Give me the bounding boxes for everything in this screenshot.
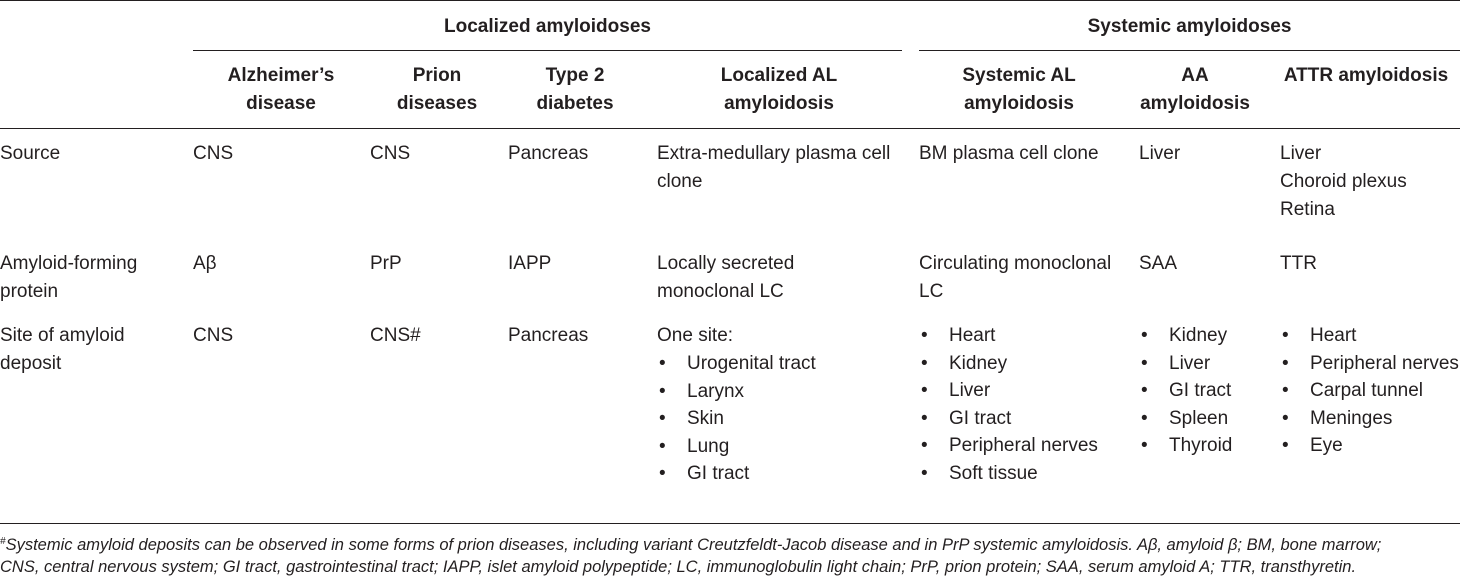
list-item: Liver [919, 377, 1098, 405]
systemic-group-rule [919, 50, 1460, 51]
list-item: GI tract [919, 405, 1098, 433]
col-header-aa: AA amyloidosis [1140, 65, 1250, 114]
cell-protein-prion: PrP [370, 253, 402, 274]
list-item: Meninges [1280, 405, 1459, 433]
list-item: Eye [1280, 432, 1459, 460]
cell-site-localized-al-intro: One site: [657, 325, 734, 346]
cell-site-aa-list: Kidney Liver GI tract Spleen Thyroid [1139, 322, 1232, 460]
col-header-diabetes: Type 2 diabetes [536, 65, 614, 114]
col-header-systemic-al: Systemic AL amyloidosis [962, 65, 1076, 114]
table-bottom-rule [0, 523, 1460, 524]
cell-source-attr: Liver Choroid plexus Retina [1280, 143, 1407, 220]
cell-protein-aa: SAA [1139, 253, 1178, 274]
list-item: Lung [657, 433, 816, 461]
cell-source-aa: Liver [1139, 143, 1181, 164]
cell-site-prion: CNS# [370, 325, 421, 346]
group-header-systemic: Systemic amyloidoses [1087, 16, 1292, 37]
row-label-site: Site of amyloid deposit [0, 325, 125, 374]
list-item: Larynx [657, 378, 816, 406]
col-header-alzheimers: Alzheimer’s disease [227, 65, 335, 114]
footnote-marker: # [0, 536, 6, 547]
list-item: Skin [657, 405, 816, 433]
list-item: Urogenital tract [657, 350, 816, 378]
row-label-source: Source [0, 143, 61, 164]
cell-site-attr-list: Heart Peripheral nerves Carpal tunnel Me… [1280, 322, 1459, 460]
list-item: Heart [1280, 322, 1459, 350]
cell-protein-localized-al: Locally secreted monoclonal LC [657, 253, 795, 302]
col-header-prion: Prion diseases [396, 65, 478, 114]
cell-source-localized-al: Extra-medullary plasma cell clone [657, 143, 891, 192]
cell-protein-alzheimers: Aβ [193, 253, 217, 274]
list-item: Soft tissue [919, 460, 1098, 488]
col-header-localized-al: Localized AL amyloidosis [720, 65, 838, 114]
header-bottom-rule [0, 128, 1460, 129]
cell-site-diabetes: Pancreas [508, 325, 589, 346]
list-item: Peripheral nerves [919, 432, 1098, 460]
cell-site-systemic-al-list: Heart Kidney Liver GI tract Peripheral n… [919, 322, 1098, 487]
list-item: Carpal tunnel [1280, 377, 1459, 405]
table-footnote: #Systemic amyloid deposits can be observ… [0, 534, 1460, 578]
list-item: Heart [919, 322, 1098, 350]
cell-site-alzheimers: CNS [193, 325, 234, 346]
col-header-attr: ATTR amyloidosis [1283, 65, 1449, 86]
list-item: Thyroid [1139, 432, 1232, 460]
footnote-line-2: CNS, central nervous system; GI tract, g… [0, 558, 1357, 576]
list-item: Liver [1139, 350, 1232, 378]
list-item: Kidney [919, 350, 1098, 378]
list-item: Spleen [1139, 405, 1232, 433]
cell-protein-diabetes: IAPP [508, 253, 552, 274]
list-item: GI tract [657, 460, 816, 488]
cell-site-localized-al-list: Urogenital tract Larynx Skin Lung GI tra… [657, 350, 816, 488]
localized-group-rule [193, 50, 902, 51]
cell-protein-attr: TTR [1280, 253, 1317, 274]
cell-source-diabetes: Pancreas [508, 143, 589, 164]
cell-source-alzheimers: CNS [193, 143, 234, 164]
cell-source-systemic-al: BM plasma cell clone [919, 143, 1099, 164]
row-label-protein: Amyloid-forming protein [0, 253, 138, 302]
footnote-line-1: #Systemic amyloid deposits can be observ… [0, 536, 1382, 554]
list-item: Kidney [1139, 322, 1232, 350]
list-item: Peripheral nerves [1280, 350, 1459, 378]
group-header-localized: Localized amyloidoses [444, 16, 651, 37]
cell-protein-systemic-al: Circulating monoclonal LC [919, 253, 1112, 302]
cell-source-prion: CNS [370, 143, 411, 164]
list-item: GI tract [1139, 377, 1232, 405]
top-rule [0, 0, 1460, 1]
